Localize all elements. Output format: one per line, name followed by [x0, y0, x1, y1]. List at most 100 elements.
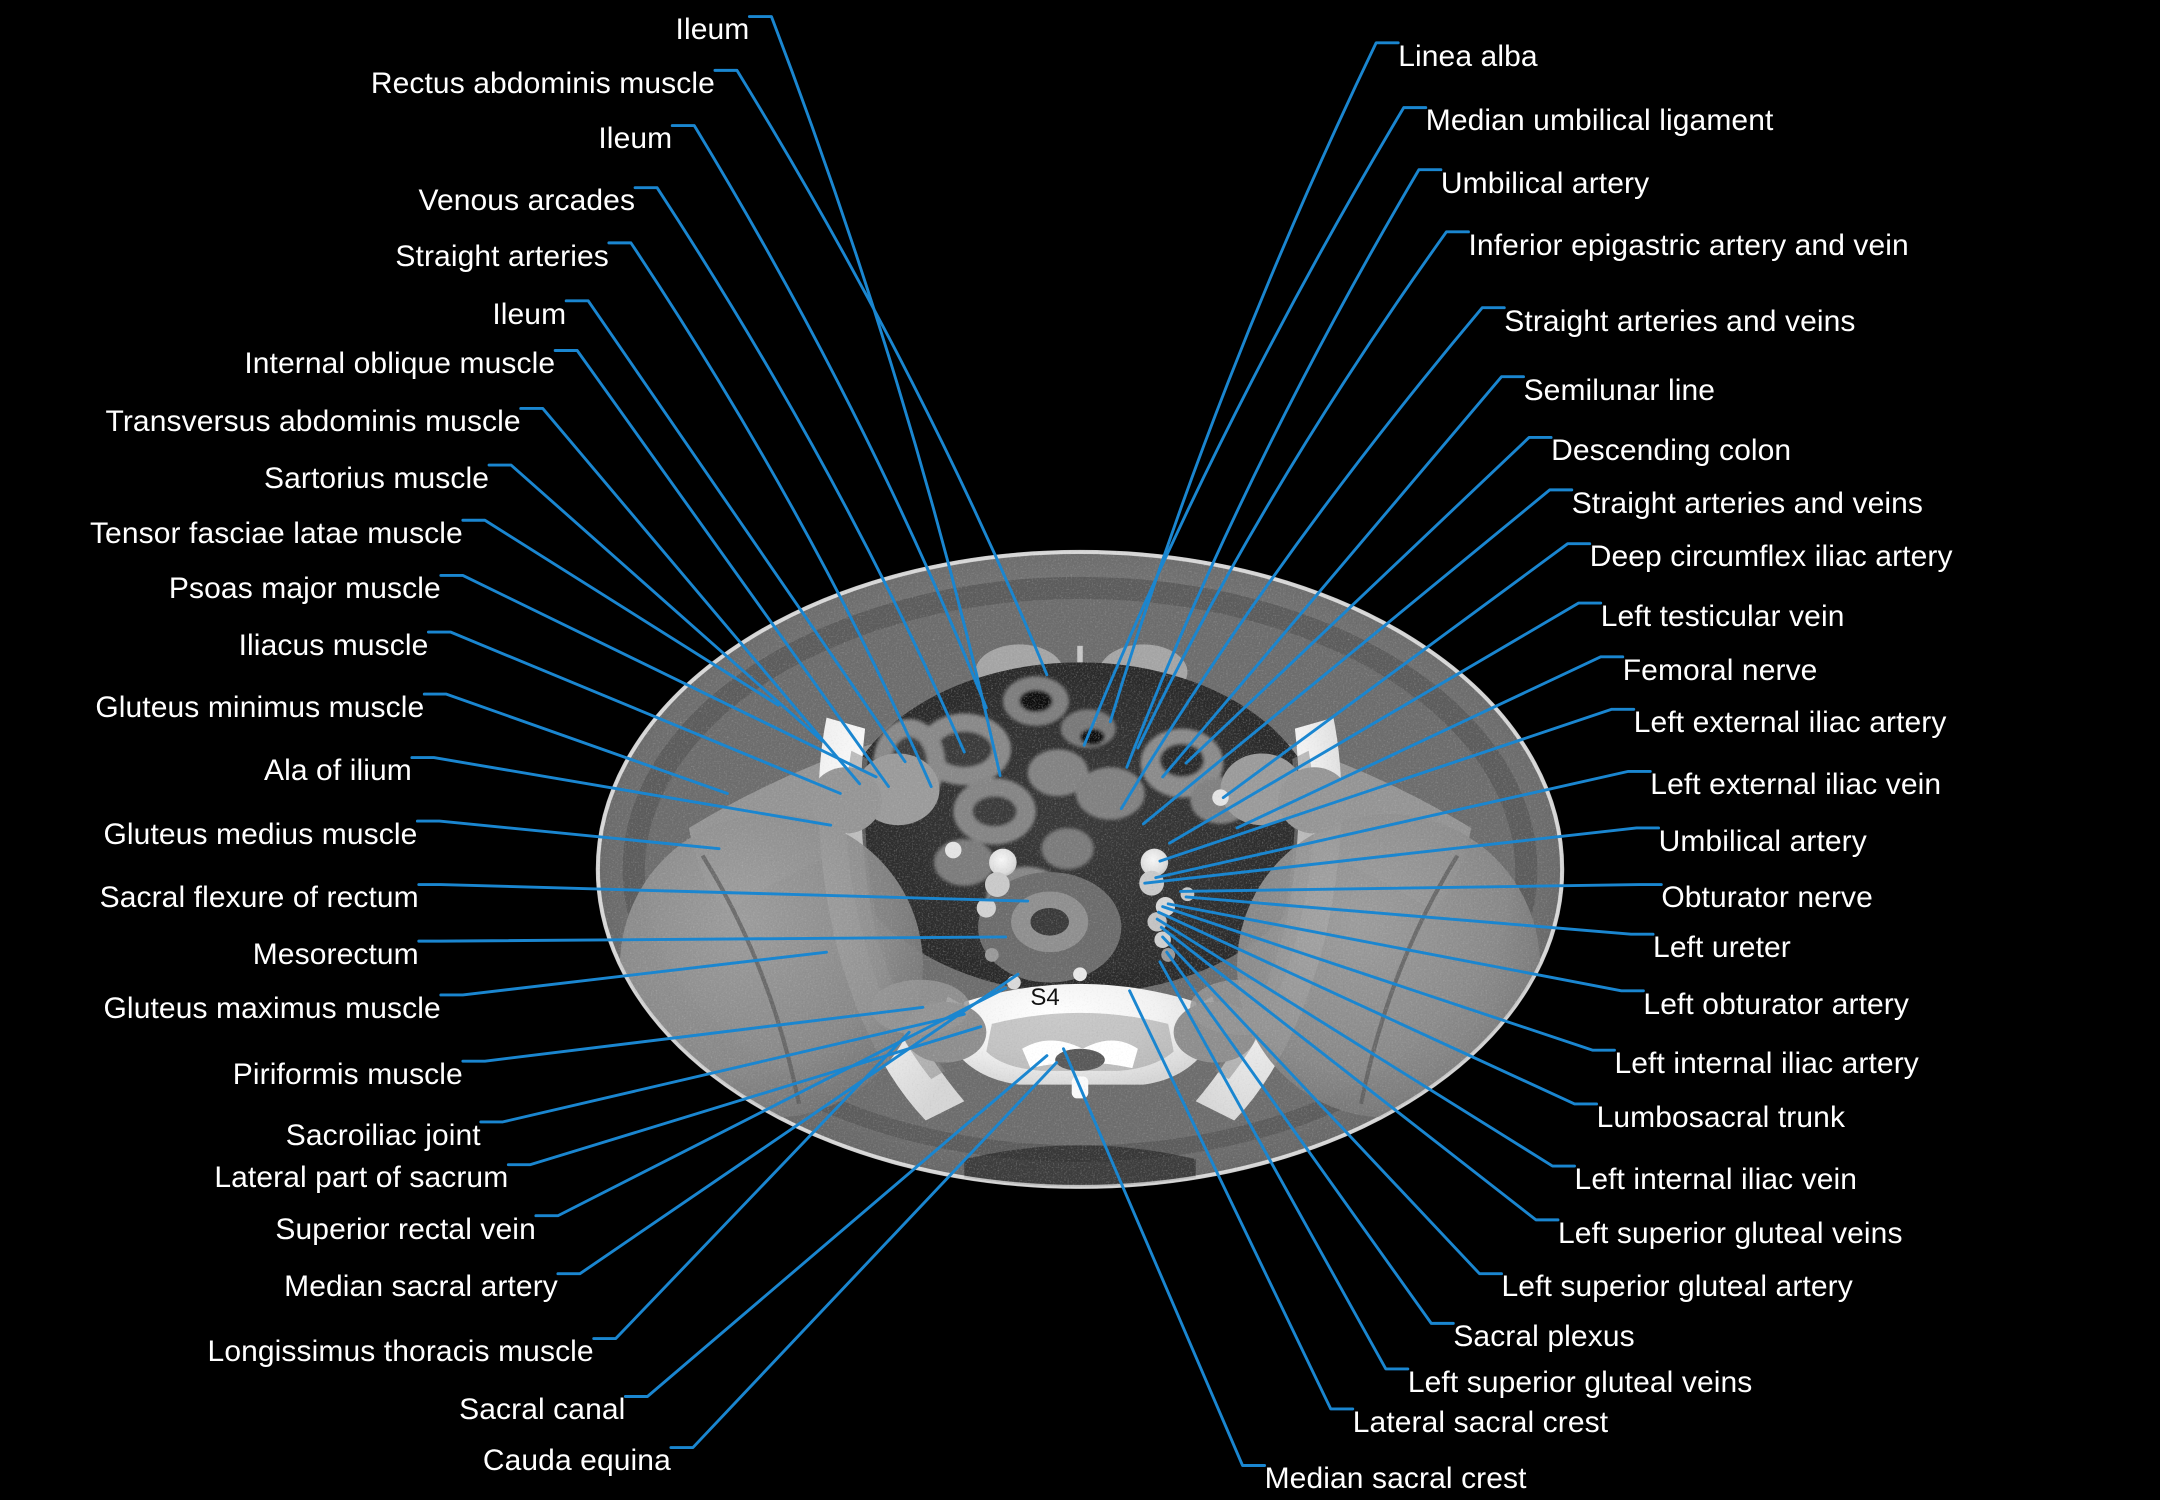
anatomy-label: Sartorius muscle	[264, 461, 490, 495]
anatomy-label: Gluteus medius muscle	[103, 817, 418, 851]
anatomy-label: Lumbosacral trunk	[1596, 1100, 1846, 1134]
leader-line	[1166, 902, 1645, 993]
anatomy-label: Median sacral crest	[1264, 1462, 1527, 1496]
sacral-plexus-right	[984, 948, 999, 962]
leader-line	[415, 819, 721, 851]
anatomy-label: Obturator nerve	[1661, 881, 1873, 915]
anatomy-label: Inferior epigastric artery and vein	[1468, 228, 1909, 262]
leader-line	[1154, 769, 1652, 880]
anatomy-label: Cauda equina	[482, 1444, 671, 1478]
anatomy-label: Sacral plexus	[1453, 1320, 1635, 1354]
leader-line	[1141, 488, 1574, 826]
anatomy-label: Lateral sacral crest	[1352, 1405, 1609, 1439]
anatomy-label: Superior rectal vein	[275, 1212, 536, 1246]
anatomy-label: Linea alba	[1398, 39, 1538, 73]
anatomy-label: Deep circumflex iliac artery	[1589, 540, 1953, 574]
anatomy-label: Rectus abdominis muscle	[370, 67, 715, 101]
leader-line	[426, 630, 842, 795]
anatomy-label: Ala of ilium	[263, 754, 412, 788]
leader-line	[487, 463, 824, 743]
anatomy-label: Left superior gluteal artery	[1501, 1270, 1853, 1304]
leader-line	[592, 1030, 911, 1340]
anatomy-label: Internal oblique muscle	[244, 347, 556, 381]
anatomy-label: Left ureter	[1653, 931, 1791, 965]
anatomy-label: Longissimus thoracis muscle	[207, 1335, 594, 1369]
leader-line	[564, 299, 907, 764]
leader-line	[1184, 895, 1655, 936]
ct-vertebra-level-tag: S4	[1030, 984, 1060, 1011]
anatomy-label: Left superior gluteal veins	[1407, 1365, 1753, 1399]
leader-line	[669, 1061, 1059, 1450]
anatomy-label: Left superior gluteal veins	[1558, 1216, 1903, 1250]
anatomy-label: Sacral canal	[459, 1393, 626, 1427]
anatomy-label: Sacral flexure of rectum	[99, 881, 419, 915]
anatomy-label: Median sacral artery	[284, 1270, 558, 1304]
ct-scan-image	[595, 549, 1565, 1189]
leader-line	[439, 950, 828, 997]
leader-line	[1143, 826, 1661, 885]
deep-circumflex-iliac-artery	[1212, 789, 1229, 806]
leader-line	[506, 1025, 983, 1167]
leader-line	[1128, 989, 1355, 1411]
leader-line	[417, 883, 1030, 903]
anatomy-label: Ileum	[492, 297, 567, 331]
leader-line	[556, 972, 1020, 1276]
leader-line	[439, 573, 878, 779]
leader-line	[1161, 375, 1526, 779]
median-sacral-artery	[1073, 967, 1087, 982]
anatomy-label: Ileum	[598, 122, 673, 156]
anatomy-label: Straight arteries	[395, 239, 609, 273]
leader-line	[713, 68, 1049, 677]
leader-line	[1161, 905, 1616, 1052]
left-superior-gluteal-artery	[1154, 931, 1171, 949]
anatomy-label: Left external iliac artery	[1633, 706, 1947, 740]
leader-line	[633, 186, 966, 754]
leader-line	[1159, 925, 1560, 1222]
leader-line	[410, 756, 833, 827]
leader-line	[1165, 950, 1455, 1325]
anatomy-label: Lateral part of sacrum	[214, 1161, 509, 1195]
anatomy-label: Iliacus muscle	[238, 628, 429, 662]
leader-line	[1158, 707, 1636, 863]
right-external-iliac-vein	[984, 872, 1010, 897]
anatomy-label: Straight arteries and veins	[1504, 304, 1856, 338]
leader-line	[519, 407, 862, 786]
leader-line	[1184, 435, 1553, 765]
gluteus-right	[619, 814, 923, 1118]
anatomy-label: Transversus abdominis muscle	[105, 405, 521, 439]
anatomy-label: Mesorectum	[252, 937, 419, 971]
anatomy-label: Umbilical artery	[1658, 824, 1867, 858]
anatomy-label: Gluteus maximus muscle	[103, 991, 441, 1025]
anatomy-label: Median umbilical ligament	[1425, 104, 1774, 138]
leader-line	[1161, 935, 1503, 1276]
leader-line	[1082, 106, 1428, 747]
anatomy-label: Sacroiliac joint	[285, 1118, 481, 1152]
leader-lines-right	[1062, 41, 1663, 1467]
leader-line	[1136, 230, 1470, 750]
sacrum	[939, 983, 1221, 1099]
leader-lines-left	[410, 15, 1059, 1450]
anatomy-label: Umbilical artery	[1440, 166, 1650, 200]
cauda-equina	[1055, 1048, 1105, 1071]
leader-line	[623, 1054, 1049, 1398]
anatomy-label: Left testicular vein	[1600, 599, 1845, 633]
anatomy-label: Ileum	[675, 13, 750, 47]
anatomy-label: Descending colon	[1551, 434, 1792, 468]
leader-line	[670, 124, 988, 710]
leader-line	[553, 349, 890, 789]
anatomy-label: Tensor fasciae latae muscle	[89, 517, 463, 551]
iliacus	[810, 767, 882, 834]
anatomy-label: Left internal iliac artery	[1614, 1046, 1919, 1080]
leader-line	[461, 1005, 925, 1063]
leader-line	[1168, 601, 1603, 845]
anatomy-label: Semilunar line	[1523, 373, 1716, 407]
anatomy-label: Venous arcades	[418, 184, 636, 218]
leader-line	[1125, 168, 1443, 769]
anatomy-label: Straight arteries and veins	[1571, 486, 1923, 520]
leader-line	[422, 692, 729, 795]
leader-line	[1158, 960, 1410, 1371]
anatomy-label: Femoral nerve	[1622, 653, 1818, 687]
leader-line	[1235, 655, 1625, 830]
leader-line	[607, 241, 933, 789]
